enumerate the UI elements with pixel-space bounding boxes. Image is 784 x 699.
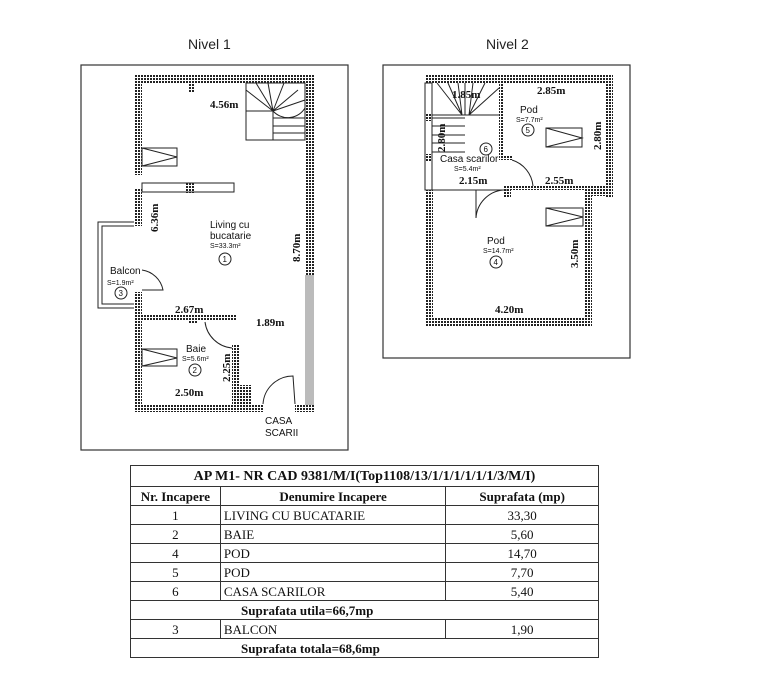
room-casa-scarilor-area: S=5.4m²: [454, 166, 481, 173]
row-name: BALCON: [219, 619, 447, 639]
room-casa-scarilor-label: Casa scarilor: [440, 154, 499, 165]
row-name: POD: [219, 562, 447, 582]
room-balcon-label: Balcon: [110, 266, 141, 277]
header-area: Suprafata (mp): [445, 486, 599, 506]
balcony-outline: [97, 221, 164, 309]
room-living-area: S=33.3m²: [210, 243, 241, 250]
window-icon: [545, 127, 584, 227]
row-nr: 6: [130, 581, 221, 601]
dim-2-80-right: 2.80m: [592, 122, 604, 150]
dim-8-70: 8.70m: [291, 234, 303, 262]
table-title: AP M1- NR CAD 9381/M/I(Top1108/13/1/1/1/…: [130, 465, 599, 487]
row-area: 33,30: [445, 505, 599, 525]
row-area: 1,90: [445, 619, 599, 639]
exit-label: CASA: [265, 416, 293, 427]
dim-2-15: 2.15m: [459, 175, 487, 187]
row-name: POD: [219, 543, 447, 563]
level-2-plan: 1.85m 2.85m 2.80m 2.80m 2.15m 2.55m 3.50…: [382, 64, 631, 359]
total-row: Suprafata totala=68,6mp: [130, 638, 599, 658]
dim-2-25: 2.25m: [221, 354, 233, 382]
dim-2-67: 2.67m: [175, 304, 203, 316]
stairs-icon: [424, 82, 508, 191]
level-2-title: Nivel 2: [486, 36, 529, 52]
dim-2-85: 2.85m: [537, 85, 565, 97]
row-nr: 3: [130, 619, 221, 639]
row-name: CASA SCARILOR: [219, 581, 447, 601]
room-pod5-area: S=7.7m²: [516, 117, 543, 124]
door-icon: [204, 321, 296, 405]
dim-4-20: 4.20m: [495, 304, 523, 316]
dim-2-80-stairs: 2.80m: [436, 124, 448, 152]
room-pod5-number: 5: [526, 126, 531, 135]
row-name: BAIE: [219, 524, 447, 544]
door-icon: [475, 159, 534, 219]
dim-2-50: 2.50m: [175, 387, 203, 399]
room-living-label-2: bucatarie: [210, 231, 252, 242]
header-name: Denumire Incapere: [219, 486, 447, 506]
row-nr: 5: [130, 562, 221, 582]
level-1-frame: [80, 64, 349, 451]
dim-3-50: 3.50m: [569, 240, 581, 268]
level-1-title: Nivel 1: [188, 36, 231, 52]
row-name: LIVING CU BUCATARIE: [219, 505, 447, 525]
level-1-plan: 4.56m 6.36m 8.70m 2.67m 1.89m 2.25m 2.50…: [80, 64, 349, 451]
level-2-walls: [425, 75, 613, 326]
exit-label-2: SCARII: [265, 428, 298, 439]
dim-4-56: 4.56m: [210, 99, 238, 111]
room-baie-number: 2: [193, 366, 198, 375]
level-1-wall-light: [305, 275, 314, 405]
stairs-icon: [245, 82, 306, 141]
row-nr: 2: [130, 524, 221, 544]
window-icon: [141, 147, 235, 367]
row-nr: 1: [130, 505, 221, 525]
row-area: 7,70: [445, 562, 599, 582]
room-living-label: Living cu: [210, 220, 249, 231]
row-nr: 4: [130, 543, 221, 563]
room-balcon-area: S=1.9m²: [107, 280, 134, 287]
dim-6-36: 6.36m: [149, 204, 161, 232]
dim-2-55: 2.55m: [545, 175, 573, 187]
room-pod4-label: Pod: [487, 236, 505, 247]
floor-plans: 4.56m 6.36m 8.70m 2.67m 1.89m 2.25m 2.50…: [80, 64, 631, 451]
room-pod4-area: S=14.7m²: [483, 248, 514, 255]
row-area: 5,40: [445, 581, 599, 601]
room-casa-scarilor-number: 6: [484, 145, 489, 154]
dim-1-89: 1.89m: [256, 317, 284, 329]
header-nr: Nr. Incapere: [130, 486, 221, 506]
room-pod5-label: Pod: [520, 105, 538, 116]
room-baie-label: Baie: [186, 344, 206, 355]
room-balcon-number: 3: [119, 289, 124, 298]
level-1-walls: [134, 75, 314, 412]
room-baie-area: S=5.6m²: [182, 356, 209, 363]
level-2-frame: [382, 64, 631, 359]
row-area: 5,60: [445, 524, 599, 544]
area-table: AP M1- NR CAD 9381/M/I(Top1108/13/1/1/1/…: [130, 465, 599, 658]
row-area: 14,70: [445, 543, 599, 563]
room-pod4-number: 4: [494, 258, 499, 267]
dim-1-85: 1.85m: [452, 89, 480, 101]
subtotal-row: Suprafata utila=66,7mp: [130, 600, 599, 620]
room-living-number: 1: [223, 255, 228, 264]
